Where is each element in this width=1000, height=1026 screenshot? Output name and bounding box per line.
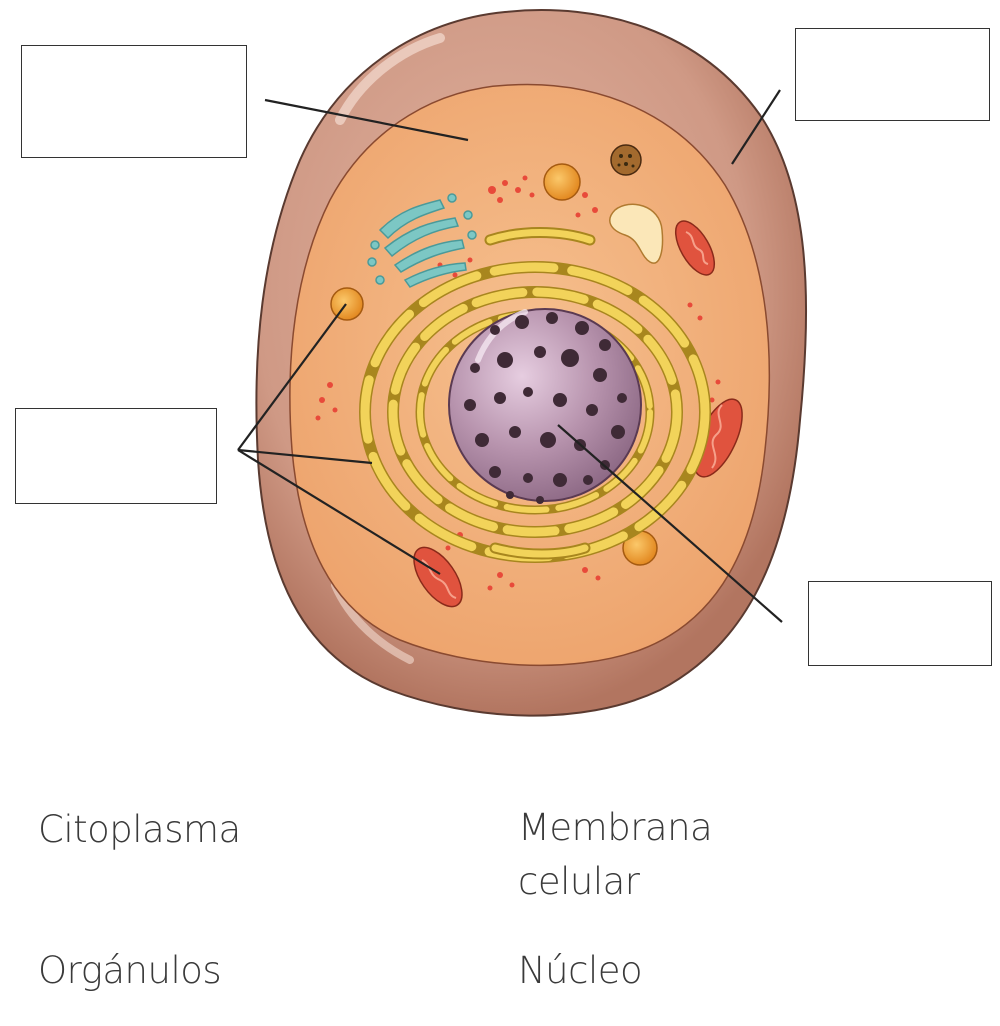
cell-diagram	[237, 9, 808, 717]
golgi-er	[359, 227, 711, 563]
word-organulos[interactable]: Orgánulos	[38, 949, 222, 992]
line-citoplasma	[264, 98, 469, 142]
chromatin	[464, 312, 627, 504]
nucleus	[448, 308, 642, 502]
centriole	[367, 193, 477, 288]
line-organulos-1	[237, 303, 347, 451]
ribosomes	[315, 175, 721, 591]
line-nucleo	[557, 424, 783, 623]
lysosome-1	[543, 163, 581, 201]
answer-box-top-right[interactable]	[795, 28, 990, 121]
answer-box-bottom-right[interactable]	[808, 581, 992, 666]
vesicle-dark	[610, 144, 642, 176]
line-organulos-3	[237, 449, 441, 575]
word-membrana-line1[interactable]: Membrana	[518, 806, 713, 849]
word-citoplasma[interactable]: Citoplasma	[38, 808, 241, 851]
line-organulos-2	[237, 448, 373, 465]
word-membrana-line2[interactable]: celular	[518, 860, 640, 903]
answer-box-mid-left[interactable]	[15, 408, 217, 504]
answer-box-top-left[interactable]	[21, 45, 247, 158]
word-nucleo[interactable]: Núcleo	[518, 949, 643, 992]
membrane-highlight-2	[331, 581, 414, 664]
leader-lines	[237, 89, 783, 623]
vacuole	[609, 203, 664, 264]
line-membrana	[731, 89, 781, 165]
membrane-highlight	[335, 33, 445, 125]
lysosome-2	[330, 287, 364, 321]
